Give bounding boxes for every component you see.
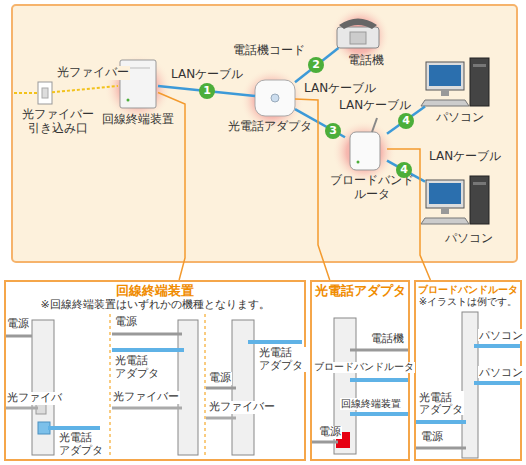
cable-label: LANケーブル [303, 82, 377, 96]
device-label: 光ファイバー 引き込み口 [16, 108, 100, 136]
part-label: 光ファイバ [6, 392, 63, 405]
part-label: 電源 [420, 430, 444, 442]
panel-title: ブロードバンドルータ [416, 282, 520, 296]
part-label: 電源 [318, 426, 342, 439]
fiber-cable [52, 86, 118, 92]
part-label: パソコン [478, 329, 524, 341]
callout-number: 2 [308, 57, 324, 73]
part-label: 光ファイバー [208, 401, 276, 414]
part-label: 回線終端装置 [340, 398, 402, 410]
part-label: 電源 [6, 318, 30, 331]
callout-number: 3 [325, 123, 341, 139]
phone-icon [337, 19, 379, 49]
top-panel [12, 5, 517, 262]
callout-number: 4 [398, 113, 414, 129]
part-label: ブロードバンドルータ [313, 362, 415, 373]
adapter-icon [255, 80, 295, 116]
part-label: パソコン [478, 366, 524, 378]
leader-line [387, 149, 430, 280]
device-label: ブロードバンド ルータ [324, 174, 420, 202]
part-label: 光電話 アダプタ [58, 432, 106, 457]
panel-note: ※回線終端装置はいずれかの機種となります。 [6, 299, 304, 312]
pc-device: パソコン [425, 58, 490, 108]
device-label: パソコン [434, 111, 486, 125]
onu-side-view [206, 320, 302, 455]
device-label: 回線終端装置 [92, 113, 184, 127]
part-label: 光ファイバー [56, 66, 130, 80]
cable-label: LANケーブル [428, 150, 502, 164]
part-label: 電話機 [370, 333, 405, 346]
part-label: 電源 [208, 372, 232, 385]
adapter-side-view [312, 318, 408, 454]
fiber-socket [38, 82, 52, 104]
router-device: ブロードバンド ルータ [345, 128, 387, 170]
part-label: 電源 [114, 316, 138, 329]
cable-label: 電話機コード [232, 44, 306, 58]
part-label: 光電話 アダプタ [418, 391, 464, 415]
onu-side-view [112, 320, 198, 455]
fiber-socket: 光ファイバー 引き込み口 [38, 82, 52, 104]
fiber-line [14, 92, 38, 94]
device-label: 電話機 [344, 54, 388, 68]
panel-title: 光電話アダプタ [312, 282, 408, 299]
phone-device: 電話機 [335, 18, 380, 48]
panel-note: ※イラストは例です。 [416, 296, 520, 308]
part-label: 光電話 アダプタ [114, 355, 162, 380]
callout-number: 4 [396, 162, 412, 178]
device-label: 光電話アダプタ [222, 120, 318, 134]
adapter-device: 光電話アダプタ [255, 80, 295, 116]
device-label: パソコン [443, 232, 495, 246]
cable-label: LANケーブル [170, 68, 244, 82]
part-label: 光ファイバー [112, 391, 180, 404]
callout-number: 1 [199, 83, 215, 99]
part-label: 光電話 アダプタ [258, 347, 306, 372]
panel-title: 回線終端装置 [6, 282, 304, 299]
pc-device: パソコン [425, 172, 490, 227]
cable-label: LANケーブル [338, 99, 412, 113]
router-icon [350, 118, 380, 170]
